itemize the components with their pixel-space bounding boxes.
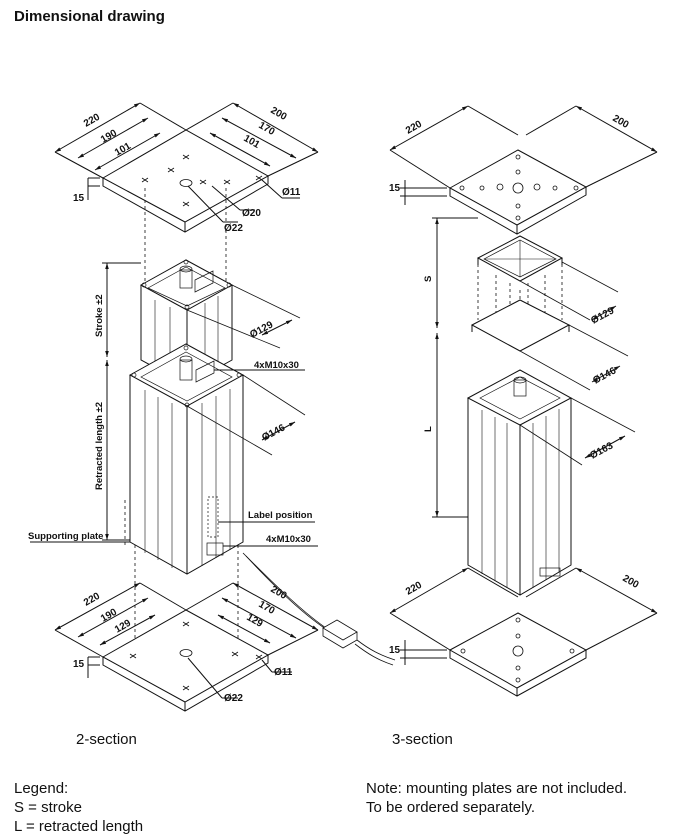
page-title: Dimensional drawing xyxy=(14,8,165,25)
dim-15-bottom-left: 15 xyxy=(73,659,85,670)
stroke-symbol: S xyxy=(423,276,434,282)
dim-170-top-left: 170 xyxy=(257,120,277,138)
outer-column-3-section xyxy=(466,369,573,596)
dim-diameter-11-top-left: Ø11 xyxy=(282,187,301,198)
top-plate-3-section xyxy=(448,149,588,235)
outer-column-2-section xyxy=(128,343,245,575)
retracted-length-label: Retracted length ±2 xyxy=(94,402,105,490)
legend-title: Legend: xyxy=(14,780,69,797)
supporting-plate-label: Supporting plate xyxy=(28,531,103,542)
dim-diameter-146-left: Ø146 xyxy=(260,422,287,443)
thread-label-top: 4xM10x30 xyxy=(254,360,299,371)
column-dimension-lines-right xyxy=(432,217,636,518)
dim-220-top-right: 220 xyxy=(404,119,424,137)
dim-200-bottom-left: 200 xyxy=(269,584,289,602)
dim-diameter-20: Ø20 xyxy=(242,208,261,219)
caption-3-section: 3-section xyxy=(392,731,453,748)
dim-15-top-left: 15 xyxy=(73,193,85,204)
legend: Legend: S = stroke L = retracted length xyxy=(14,779,143,836)
dimension-lines-top-left xyxy=(54,102,319,223)
label-position-label: Label position xyxy=(248,510,313,521)
dim-101-top-left: 101 xyxy=(113,141,133,159)
dim-diameter-11-bottom-left: Ø11 xyxy=(274,667,293,678)
dimension-lines-bottom-left xyxy=(54,582,319,699)
bottom-plate-3-section xyxy=(448,612,588,697)
dim-170-bottom-left: 170 xyxy=(257,599,277,617)
dimension-lines-bottom-right xyxy=(389,567,658,665)
retracted-length-symbol: L xyxy=(423,426,434,432)
dim-diameter-163-right: Ø163 xyxy=(588,440,615,461)
dim-diameter-22-top: Ø22 xyxy=(224,223,243,234)
dim-200-bottom-right: 200 xyxy=(621,573,641,591)
column-dimension-lines-left xyxy=(30,262,318,547)
dim-101-top-right-side: 101 xyxy=(242,133,262,151)
note-line-2: To be ordered separately. xyxy=(366,799,535,816)
legend-retracted-length: L = retracted length xyxy=(14,818,144,835)
dim-diameter-129-left: Ø129 xyxy=(248,319,275,340)
middle-column-3-section xyxy=(470,299,571,352)
dim-129-bottom-right-side: 129 xyxy=(245,612,265,630)
thread-label-bottom: 4xM10x30 xyxy=(266,534,311,545)
caption-2-section: 2-section xyxy=(76,731,137,748)
stroke-label: Stroke ±2 xyxy=(94,294,105,337)
dim-diameter-146-right: Ø146 xyxy=(591,365,618,386)
note-line-1: Note: mounting plates are not included. xyxy=(366,780,627,797)
dashed-guides-left xyxy=(124,188,239,640)
legend-stroke: S = stroke xyxy=(14,799,82,816)
dimension-lines-top-right xyxy=(389,105,658,205)
mounting-note: Note: mounting plates are not included. … xyxy=(366,779,627,817)
dim-15-bottom-right: 15 xyxy=(389,645,401,656)
dim-190-bottom-left: 190 xyxy=(99,607,119,625)
dim-200-top-right: 200 xyxy=(611,113,631,131)
dim-200-top-left: 200 xyxy=(269,105,289,123)
dim-190-top-left: 190 xyxy=(99,128,119,146)
cable-plug xyxy=(242,552,396,666)
dim-15-top-right: 15 xyxy=(389,183,401,194)
dim-129-bottom-left: 129 xyxy=(113,618,133,636)
innermost-column-3-section xyxy=(476,235,564,282)
dim-diameter-129-right: Ø129 xyxy=(589,305,616,326)
dim-diameter-22-bottom: Ø22 xyxy=(224,693,243,704)
